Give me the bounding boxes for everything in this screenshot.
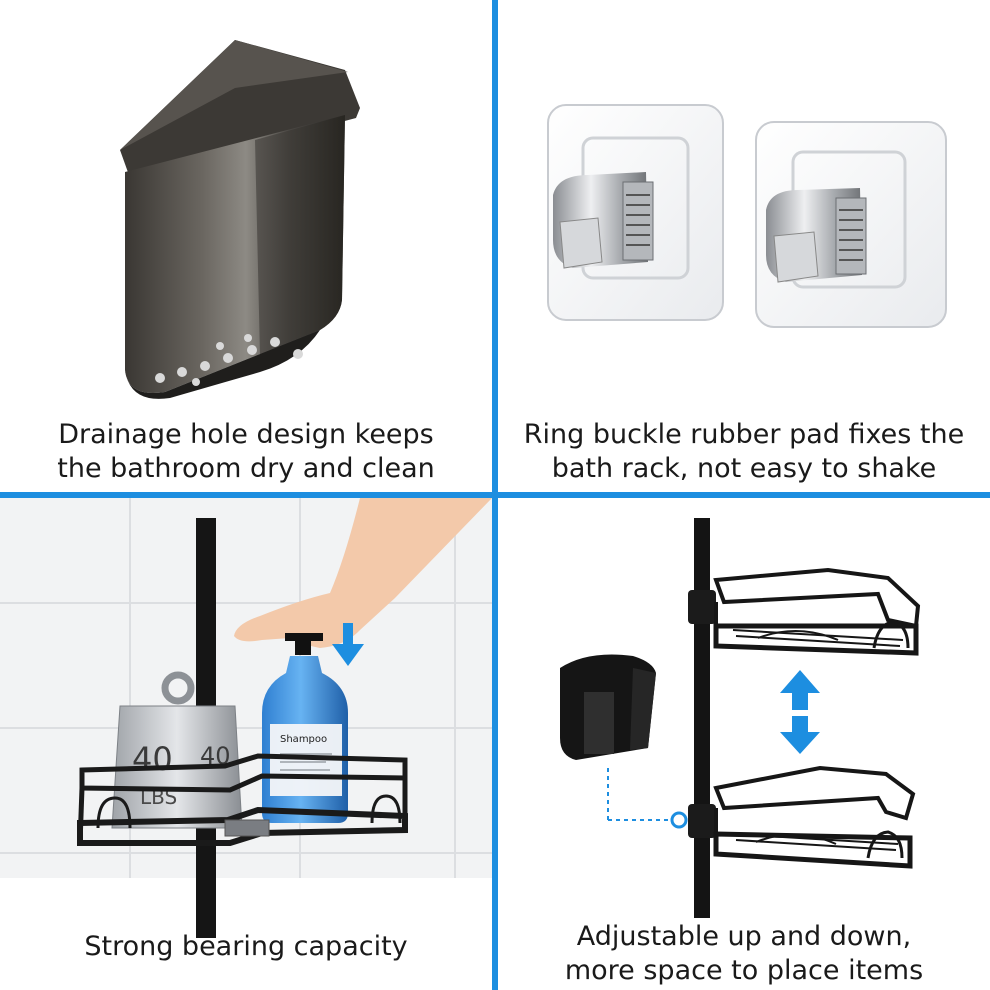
caption-line-2: bath rack, not easy to shake	[551, 453, 937, 484]
clip-piece	[560, 654, 656, 760]
down-arrow-icon	[332, 623, 364, 666]
panel-ring-buckle: Ring buckle rubber pad fixes the bath ra…	[498, 0, 990, 492]
caption-line-2: more space to place items	[564, 955, 924, 986]
caption-line-1: Ring buckle rubber pad fixes the	[523, 419, 965, 450]
caption-line-1: Drainage hole design keeps	[58, 419, 434, 450]
adjustable-rack-image	[560, 518, 921, 918]
connector-line	[607, 768, 674, 821]
panel-drainage: Drainage hole design keeps the bathroom …	[0, 0, 492, 492]
adhesive-pad-right	[755, 121, 947, 328]
shampoo-bottle: Shampoo	[262, 633, 348, 823]
bottle-label: Shampoo	[280, 734, 327, 745]
adjustable-caption: Adjustable up and down, more space to pl…	[498, 920, 990, 988]
bearing-capacity-image: Shampoo 40 40 LBS	[0, 498, 492, 990]
caption-line-1: Adjustable up and down,	[576, 921, 912, 952]
bearing-caption: Strong bearing capacity	[0, 930, 492, 964]
adhesive-pad-left	[547, 104, 724, 321]
drainage-cup-image	[120, 40, 360, 399]
up-down-arrows-icon	[780, 670, 820, 754]
panel-bearing: Shampoo 40 40 LBS Strong bearing capacit…	[0, 498, 492, 990]
upper-basket	[713, 567, 921, 656]
horizontal-divider	[0, 492, 990, 498]
caption-line-2: the bathroom dry and clean	[57, 453, 435, 484]
drainage-caption: Drainage hole design keeps the bathroom …	[0, 418, 492, 486]
panel-adjustable: Adjustable up and down, more space to pl…	[498, 498, 990, 990]
ring-buckle-caption: Ring buckle rubber pad fixes the bath ra…	[498, 418, 990, 486]
lower-basket	[713, 765, 916, 869]
caption-line-1: Strong bearing capacity	[84, 931, 408, 962]
corner-rack	[77, 753, 408, 846]
pointer-dot	[670, 811, 688, 829]
adhesive-pads-image	[547, 104, 947, 328]
weight-number: 40	[132, 740, 173, 778]
